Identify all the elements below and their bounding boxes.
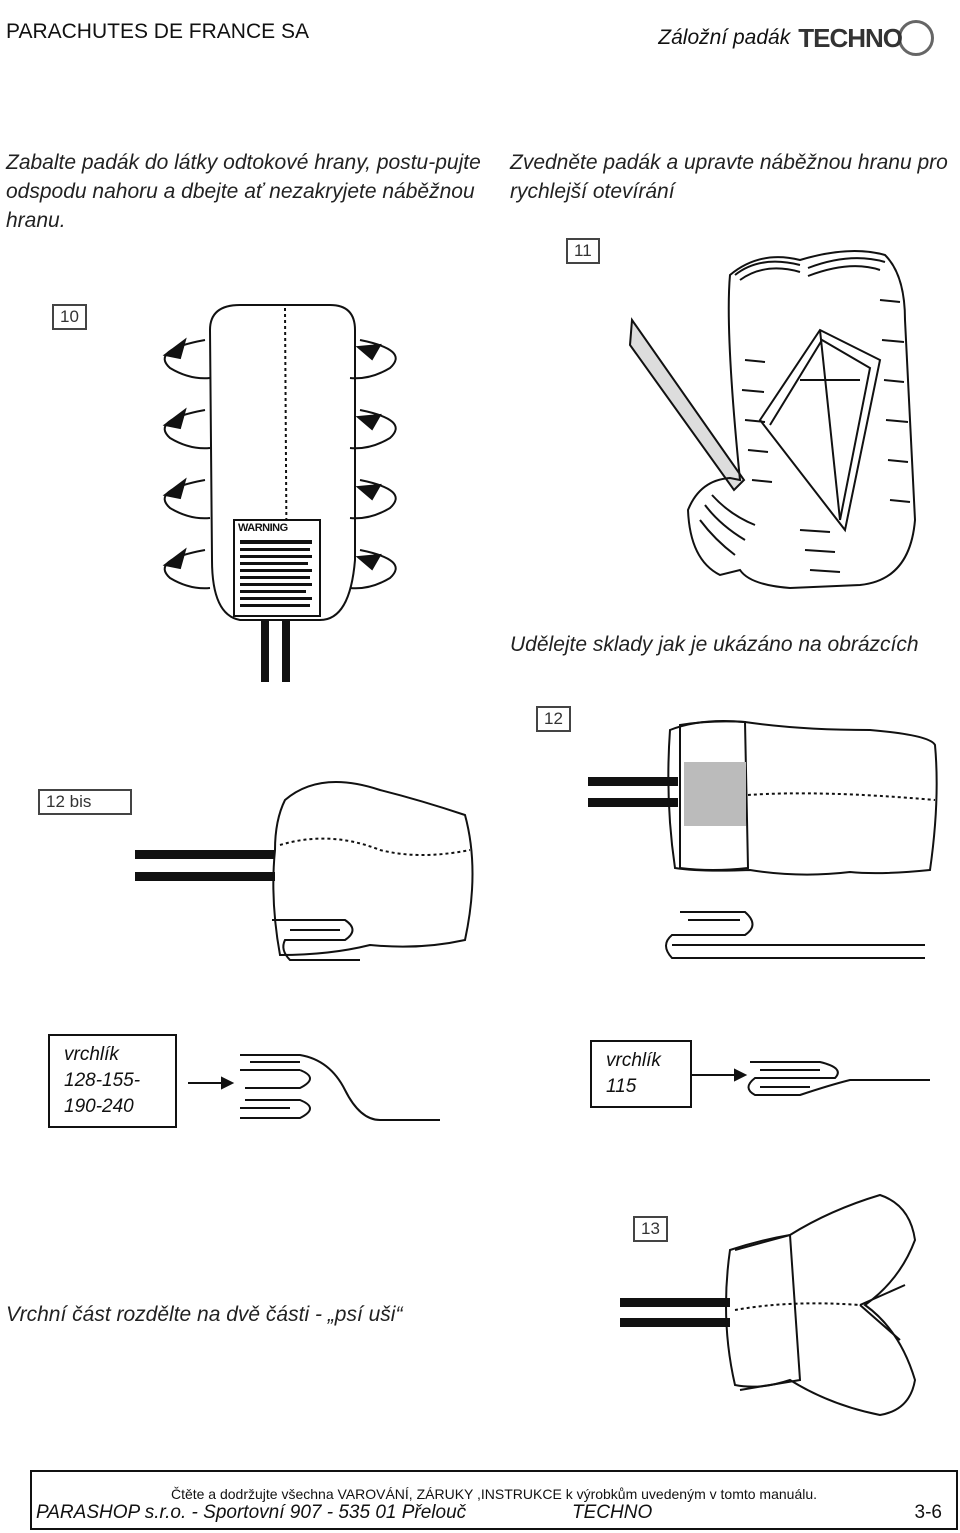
riser-bottom bbox=[588, 798, 678, 807]
figure-label-12: 12 bbox=[536, 706, 571, 732]
riser-top bbox=[620, 1298, 730, 1307]
riser-bottom bbox=[620, 1318, 730, 1327]
riser-left bbox=[261, 620, 269, 682]
warning-label: WARNING bbox=[238, 522, 288, 534]
bottom-folds bbox=[272, 920, 360, 960]
step13-instruction: Vrchní část rozdělte na dvě části - „psí… bbox=[6, 1303, 403, 1326]
arrow-right-head bbox=[735, 1070, 745, 1080]
logo-ring-icon bbox=[898, 20, 934, 56]
fold-profile-left bbox=[240, 1055, 440, 1120]
canopy-seam bbox=[735, 1303, 860, 1310]
footer-product: TECHNO bbox=[572, 1502, 653, 1523]
header-doc-title: Záložní padák bbox=[658, 26, 791, 49]
figure-label-12bis: 12 bis bbox=[38, 789, 132, 815]
canopy-seam bbox=[280, 839, 470, 855]
cell-folds bbox=[760, 330, 880, 530]
ear-split-lines bbox=[860, 1285, 905, 1340]
arrow-left-head bbox=[222, 1078, 232, 1088]
right-wrap-arrows bbox=[350, 340, 396, 588]
fold-profile-right bbox=[749, 1062, 931, 1095]
riser-bottom bbox=[135, 872, 275, 881]
folds-instruction: Udělejte sklady jak je ukázáno na obrázc… bbox=[510, 633, 919, 656]
footer-warning-note: Čtěte a dodržujte všechna VAROVÁNÍ, ZÁRU… bbox=[170, 1486, 818, 1502]
step11-instruction: Zvedněte padák a upravte náběžnou hranu … bbox=[510, 151, 948, 203]
canopy-outline bbox=[726, 1195, 915, 1415]
header-right: Záložní padák TECHNO bbox=[658, 20, 934, 56]
riser-top bbox=[588, 777, 678, 786]
fold-profile-line bbox=[666, 912, 925, 958]
slider-strip bbox=[630, 320, 744, 490]
box-vrchlik-115: vrchlík 115 bbox=[590, 1040, 692, 1108]
page-footer: Čtěte a dodržujte všechna VAROVÁNÍ, ZÁRU… bbox=[30, 1470, 958, 1530]
canopy-outline bbox=[688, 251, 915, 588]
footer-page-number: 3-6 bbox=[914, 1502, 942, 1523]
box-vrchlik-128-240: vrchlík 128-155-190-240 bbox=[48, 1034, 177, 1128]
shaded-fold bbox=[684, 762, 746, 826]
figure-label-11: 11 bbox=[566, 238, 600, 264]
folded-section bbox=[680, 721, 748, 870]
figure-label-13: 13 bbox=[633, 1216, 668, 1242]
step10-instruction: Zabalte padák do látky odtokové hrany, p… bbox=[6, 151, 481, 232]
figure-label-10: 10 bbox=[52, 304, 87, 330]
header-company: PARACHUTES DE FRANCE SA bbox=[6, 20, 309, 43]
riser-right bbox=[282, 620, 290, 682]
folded-section bbox=[735, 1235, 800, 1390]
folded-canopy-outline bbox=[273, 782, 472, 955]
warning-text-lines bbox=[240, 540, 312, 607]
footer-address: PARASHOP s.r.o. - Sportovní 907 - 535 01… bbox=[36, 1502, 467, 1523]
techno-logo: TECHNO bbox=[798, 22, 903, 53]
left-wrap-arrows bbox=[165, 340, 210, 588]
canopy-bundle-outline bbox=[210, 305, 355, 620]
riser-top bbox=[135, 850, 275, 859]
